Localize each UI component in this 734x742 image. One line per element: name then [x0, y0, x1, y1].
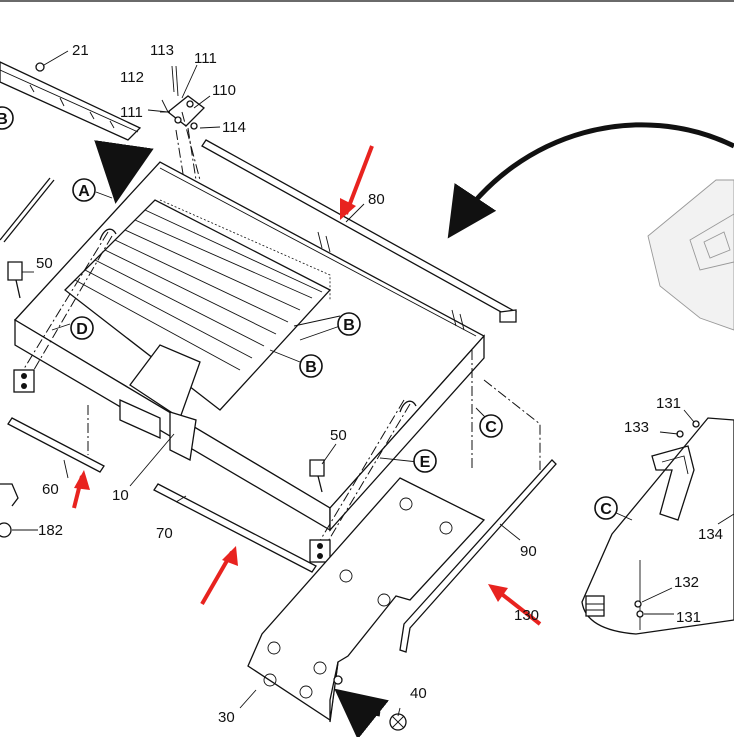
callout-c-main: C [479, 414, 503, 438]
leader-lines [12, 191, 633, 717]
panel-30 [247, 477, 486, 723]
svg-text:C: C [600, 501, 612, 518]
hinge-bracket [160, 65, 205, 181]
callout-b-mid: B [299, 354, 323, 378]
callout-a: A [72, 178, 96, 202]
printer-context-sketch [647, 179, 734, 331]
curved-arrow-a [94, 140, 154, 204]
arrow-40 [334, 688, 389, 740]
svg-text:B: B [305, 359, 317, 376]
label-113: 113 [150, 42, 174, 59]
callout-b-edge: B [0, 106, 14, 130]
callout-d: D [70, 316, 94, 340]
rod-60 [7, 417, 105, 473]
label-80: 80 [368, 191, 385, 208]
rod-70 [153, 483, 317, 573]
label-131-top: 131 [656, 395, 681, 412]
label-133: 133 [624, 419, 649, 436]
label-131-bottom: 131 [676, 609, 701, 626]
label-30: 30 [218, 709, 235, 726]
label-110: 110 [212, 82, 236, 99]
hex-key [0, 483, 19, 507]
label-40: 40 [410, 685, 427, 702]
callout-c-detail: C [594, 496, 618, 520]
svg-text:A: A [78, 183, 90, 200]
main-tray-assembly [7, 161, 486, 563]
svg-text:C: C [485, 419, 497, 436]
part-number-labels: 21 113 111 112 110 111 114 80 50 50 60 1… [36, 42, 723, 726]
label-182: 182 [38, 522, 63, 539]
svg-text:D: D [76, 321, 88, 338]
label-70: 70 [156, 525, 173, 542]
label-60: 60 [42, 481, 59, 498]
detail-c-bracket [581, 417, 734, 635]
label-90: 90 [520, 543, 537, 560]
label-21: 21 [72, 42, 89, 59]
label-111-left: 111 [120, 104, 143, 121]
rod-80 [201, 139, 517, 323]
rod-90 [399, 459, 557, 653]
label-134: 134 [698, 526, 723, 543]
svg-text:E: E [420, 454, 431, 471]
svg-text:B: B [0, 111, 8, 128]
label-130: 130 [514, 607, 539, 624]
red-highlight-arrows [72, 145, 542, 626]
bolt-182 [0, 522, 12, 538]
left-rod [0, 177, 51, 241]
top-left-bracket [0, 61, 142, 141]
callout-e: E [413, 449, 437, 473]
callout-b-top: B [337, 312, 361, 336]
label-132: 132 [674, 574, 699, 591]
label-112: 112 [120, 69, 144, 86]
label-111-top: 111 [194, 50, 217, 67]
label-10: 10 [112, 487, 129, 504]
big-curved-arrow [447, 122, 734, 239]
svg-text:B: B [343, 317, 355, 334]
label-50-right: 50 [330, 427, 347, 444]
label-50-left: 50 [36, 255, 53, 272]
label-114: 114 [222, 119, 246, 136]
